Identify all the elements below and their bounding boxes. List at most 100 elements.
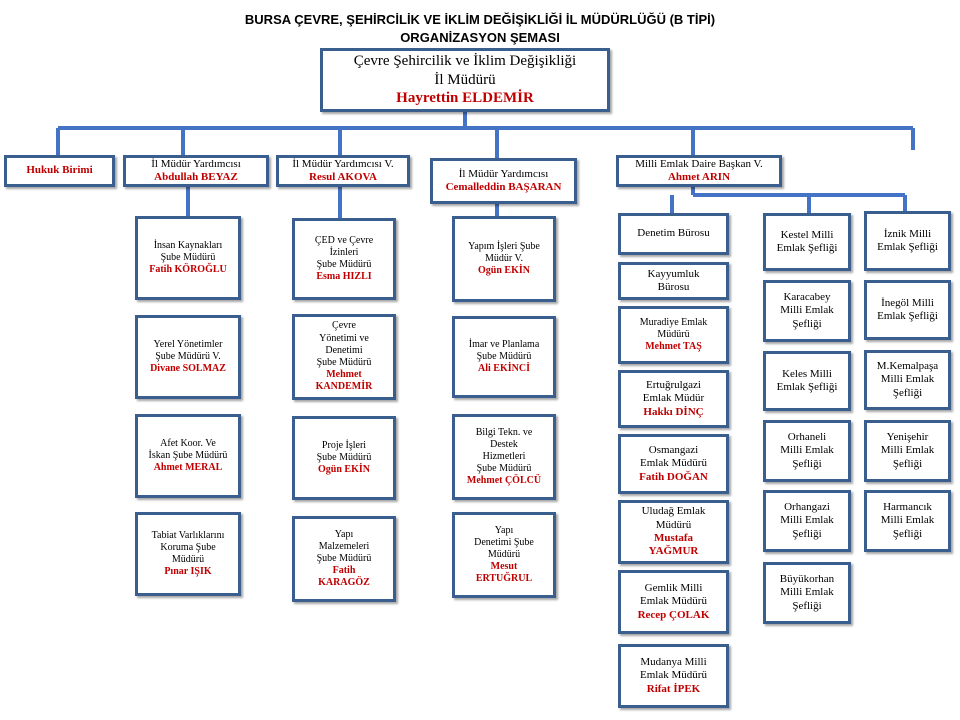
deputy-3-title: İl Müdür Yardımcısı <box>458 167 549 180</box>
unit-afet-koor: Afet Koor. Ve İskan Şube Müdürü Ahmet ME… <box>135 414 241 498</box>
unit-line: İnegöl Milli <box>881 296 934 309</box>
unit-manager-surname: ERTUĞRUL <box>475 573 533 585</box>
unit-line: Karacabey <box>783 290 831 303</box>
unit-line: Hizmetleri <box>482 450 526 462</box>
emlak-yenisehir: Yenişehir Milli Emlak Şefliği <box>864 420 951 482</box>
unit-line: Şube Müdürü <box>316 259 372 270</box>
unit-line: Çevre <box>332 320 356 332</box>
unit-ced-cevre-izinleri: ÇED ve Çevre İzinleri Şube Müdürü Esma H… <box>292 218 396 300</box>
deputy-1-name: Abdullah BEYAZ <box>154 171 238 183</box>
emlak-inegol: İnegöl Milli Emlak Şefliği <box>864 280 951 340</box>
emlak-iznik: İznik Milli Emlak Şefliği <box>864 211 951 271</box>
unit-line: Yapı <box>494 524 514 536</box>
unit-line: Tabiat Varlıklarını <box>151 529 225 541</box>
director-box: Çevre Şehircilik ve İklim Değişikliği İl… <box>320 48 610 112</box>
unit-line: İnsan Kaynakları <box>153 239 223 251</box>
unit-line: Emlak Şefliği <box>776 381 838 393</box>
unit-line: Orhangazi <box>784 500 830 513</box>
emlak-uludag: Uludağ Emlak Müdürü Mustafa YAĞMUR <box>618 500 729 564</box>
unit-line: Orhaneli <box>787 430 827 443</box>
unit-manager-name: Ali EKİNCİ <box>478 363 530 375</box>
director-line-2: İl Müdürü <box>434 71 496 88</box>
unit-line: Şefliği <box>892 386 923 399</box>
emlak-keles: Keles Milli Emlak Şefliği <box>763 351 851 411</box>
unit-line: Emlak Müdürü <box>640 457 707 470</box>
deputy-3-box: İl Müdür Yardımcısı Cemalleddin BAŞARAN <box>430 158 577 204</box>
unit-manager-name: Rifat İPEK <box>646 682 701 695</box>
unit-line: Keles Milli <box>782 367 832 380</box>
unit-line: Şefliği <box>792 599 822 612</box>
unit-line: Ertuğrulgazi <box>646 378 701 391</box>
unit-line: Denetimi <box>325 344 363 356</box>
unit-manager-name: Ahmet MERAL <box>153 462 223 474</box>
unit-line: İskan Şube Müdürü <box>148 449 228 461</box>
emlak-denetim-burosu: Denetim Bürosu <box>618 213 729 255</box>
unit-yapim-isleri: Yapım İşleri Şube Müdür V. Ogün EKİN <box>452 216 556 302</box>
unit-line: Mudanya Milli <box>640 655 707 668</box>
unit-line: Malzemeleri <box>318 540 370 552</box>
unit-line: Emlak Müdürü <box>640 669 707 682</box>
deputy-3-name: Cemalleddin BAŞARAN <box>445 181 562 193</box>
emlak-orhangazi: Orhangazi Milli Emlak Şefliği <box>763 490 851 552</box>
unit-line: Yönetimi ve <box>319 332 369 344</box>
unit-manager-name: Esma HIZLI <box>316 271 372 283</box>
unit-line: Kestel Milli <box>780 228 834 241</box>
emlak-karacabey: Karacabey Milli Emlak Şefliği <box>763 280 851 342</box>
unit-line: Şube Müdürü <box>316 552 372 564</box>
unit-line: Müdürü <box>487 548 521 560</box>
unit-line: Gemlik Milli <box>644 581 703 594</box>
director-name: Hayrettin ELDEMİR <box>396 90 534 107</box>
unit-line: Denetim Bürosu <box>637 227 710 240</box>
unit-line: Milli Emlak <box>880 444 935 457</box>
unit-line: Milli Emlak <box>880 514 935 527</box>
unit-line: Destek <box>490 438 518 450</box>
unit-manager-name: Fatih <box>332 565 356 577</box>
hukuk-name: Hukuk Birimi <box>26 164 93 177</box>
unit-manager-name: Mustafa <box>653 532 694 544</box>
unit-insan-kaynaklari: İnsan Kaynakları Şube Müdürü Fatih KÖROĞ… <box>135 216 241 300</box>
emlak-osmangazi: Osmangazi Emlak Müdürü Fatih DOĞAN <box>618 434 729 494</box>
unit-line: Yapım İşleri Şube <box>468 240 540 252</box>
unit-line: Büyükorhan <box>779 572 835 585</box>
unit-manager-surname: YAĞMUR <box>648 545 699 558</box>
chart-subtitle: ORGANİZASYON ŞEMASI <box>400 30 560 45</box>
unit-manager-name: Ogün EKİN <box>478 265 530 277</box>
deputy-2-box: İl Müdür Yardımcısı V. Resul AKOVA <box>276 155 410 187</box>
unit-line: Emlak Şefliği <box>776 242 838 254</box>
unit-line: Uludağ Emlak <box>641 505 706 518</box>
emlak-buyukorhan: Büyükorhan Milli Emlak Şefliği <box>763 562 851 624</box>
hukuk-box: Hukuk Birimi <box>4 155 115 187</box>
unit-proje-isleri: Proje İşleri Şube Müdürü Ogün EKİN <box>292 416 396 500</box>
deputy-1-title: İl Müdür Yardımcısı <box>151 157 241 170</box>
unit-manager-name: Fatih DOĞAN <box>639 470 708 483</box>
unit-manager-name: Fatih KÖROĞLU <box>149 264 227 276</box>
emlak-head-box: Milli Emlak Daire Başkan V. Ahmet ARIN <box>616 155 782 187</box>
unit-line: Şefliği <box>792 317 822 330</box>
unit-line: Milli Emlak <box>780 444 834 457</box>
unit-line: Kayyumluk <box>647 267 700 280</box>
unit-line: Denetimi Şube <box>474 536 534 548</box>
unit-imar-planlama: İmar ve Planlama Şube Müdürü Ali EKİNCİ <box>452 316 556 398</box>
unit-line: ÇED ve Çevre <box>314 234 374 246</box>
unit-line: Milli Emlak <box>880 373 935 386</box>
unit-line: Harmancık <box>883 500 932 513</box>
unit-cevre-yonetimi: Çevre Yönetimi ve Denetimi Şube Müdürü M… <box>292 314 396 400</box>
unit-manager-name: Mesut <box>490 561 518 573</box>
deputy-2-title: İl Müdür Yardımcısı V. <box>292 157 394 170</box>
unit-line: Şefliği <box>892 457 923 470</box>
unit-line: Bilgi Tekn. ve <box>475 426 533 438</box>
unit-manager-name: Mehmet TAŞ <box>645 341 702 353</box>
director-line-1: Çevre Şehircilik ve İklim Değişikliği <box>353 52 577 69</box>
chart-title: BURSA ÇEVRE, ŞEHİRCİLİK VE İKLİM DEĞİŞİK… <box>244 12 716 27</box>
unit-line: Osmangazi <box>648 443 699 456</box>
unit-line: Şube Müdürü <box>476 350 532 362</box>
unit-line: Emlak Müdürü <box>640 595 707 608</box>
unit-line: Yenişehir <box>886 430 929 443</box>
emlak-orhaneli: Orhaneli Milli Emlak Şefliği <box>763 420 851 482</box>
unit-line: M.Kemalpaşa <box>876 359 939 372</box>
unit-manager-surname: KANDEMİR <box>315 381 373 393</box>
unit-line: İzinleri <box>329 246 359 258</box>
emlak-kayyumluk-burosu: Kayyumluk Bürosu <box>618 262 729 300</box>
emlak-gemlik: Gemlik Milli Emlak Müdürü Recep ÇOLAK <box>618 570 729 634</box>
unit-line: Müdür V. <box>485 252 523 264</box>
